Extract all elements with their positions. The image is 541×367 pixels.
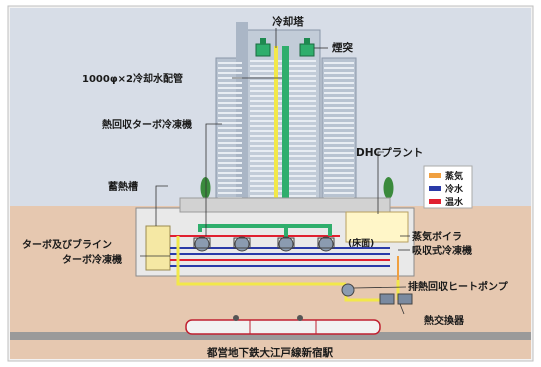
legend-swatch xyxy=(429,186,441,191)
window-band xyxy=(324,77,354,79)
window-band xyxy=(324,147,354,149)
label-dhc-plant: DHCプラント xyxy=(356,146,423,159)
window-band xyxy=(324,142,354,144)
window-band xyxy=(324,182,354,184)
plant-roof xyxy=(179,197,391,213)
window-band xyxy=(324,152,354,154)
label-cooling-water-pipe: 1000φ×2冷却水配管 xyxy=(82,72,183,85)
label-turbo-chiller: ターボ冷凍機 xyxy=(62,253,122,266)
label-floor: (床面) xyxy=(348,237,374,249)
window-band xyxy=(218,187,242,189)
cooling-tower-units xyxy=(255,38,315,57)
window-band xyxy=(218,62,242,64)
window-band xyxy=(324,157,354,159)
window-band xyxy=(218,67,242,69)
window-band xyxy=(218,137,242,139)
label-steam-boiler: 蒸気ボイラ xyxy=(412,230,462,243)
window-band xyxy=(218,167,242,169)
legend-swatch xyxy=(429,173,441,178)
window-band xyxy=(218,132,242,134)
window-band xyxy=(218,97,242,99)
window-band xyxy=(324,107,354,109)
window-band xyxy=(324,187,354,189)
window-band xyxy=(324,132,354,134)
window-band xyxy=(218,102,242,104)
chimney-duct xyxy=(274,46,278,242)
dhc-plant-room xyxy=(345,211,409,243)
window-band xyxy=(324,127,354,129)
window-band xyxy=(324,192,354,194)
window-band xyxy=(218,182,242,184)
legend-swatch xyxy=(429,199,441,204)
label-thermal-storage: 蓄熱槽 xyxy=(108,180,138,193)
window-band xyxy=(218,72,242,74)
window-band xyxy=(218,107,242,109)
window-band xyxy=(218,117,242,119)
window-band xyxy=(218,157,242,159)
label-cooling-tower: 冷却塔 xyxy=(272,15,304,28)
window-band xyxy=(324,67,354,69)
label-absorption-chiller: 吸収式冷凍機 xyxy=(412,244,472,257)
window-band xyxy=(324,177,354,179)
station-platform xyxy=(10,332,531,340)
leader-lines xyxy=(140,28,410,315)
window-band xyxy=(324,87,354,89)
window-band xyxy=(324,62,354,64)
window-band xyxy=(218,127,242,129)
window-band xyxy=(218,92,242,94)
window-band xyxy=(324,72,354,74)
window-band xyxy=(324,112,354,114)
legend-label: 冷水 xyxy=(445,183,464,195)
legend-label: 温水 xyxy=(445,196,464,208)
window-band xyxy=(218,87,242,89)
heat-exchanger-unit xyxy=(379,293,413,305)
piping xyxy=(170,224,400,302)
label-chimney: 煙突 xyxy=(332,41,353,54)
label-turbo-brine: ターボ及びブライン xyxy=(22,238,112,251)
window-band xyxy=(324,137,354,139)
window-band xyxy=(324,172,354,174)
window-band xyxy=(218,122,242,124)
window-band xyxy=(324,102,354,104)
window-band xyxy=(218,152,242,154)
label-heat-recovery-turbo: 熱回収ターボ冷凍機 xyxy=(102,118,192,131)
window-band xyxy=(324,167,354,169)
subway-train xyxy=(185,315,381,335)
window-band xyxy=(324,117,354,119)
label-exhaust-heat-pump: 排熱回収ヒートポンプ xyxy=(408,280,509,293)
window-band xyxy=(218,112,242,114)
window-band xyxy=(218,142,242,144)
window-band xyxy=(324,82,354,84)
window-band xyxy=(218,162,242,164)
window-band xyxy=(218,77,242,79)
window-band xyxy=(324,92,354,94)
label-heat-exchanger: 熱交換器 xyxy=(424,314,465,327)
window-band xyxy=(324,97,354,99)
legend-label: 蒸気 xyxy=(445,170,463,182)
heat-pump-unit xyxy=(341,283,355,297)
window-band xyxy=(218,177,242,179)
window-band xyxy=(324,122,354,124)
cooling-water-riser xyxy=(282,46,289,242)
label-station: 都営地下鉄大江戸線新宿駅 xyxy=(206,346,333,359)
window-band xyxy=(218,192,242,194)
chiller-units xyxy=(193,236,335,252)
window-band xyxy=(218,172,242,174)
window-band xyxy=(218,147,242,149)
thermal-storage-tank xyxy=(145,225,171,271)
window-band xyxy=(324,162,354,164)
window-band xyxy=(218,82,242,84)
